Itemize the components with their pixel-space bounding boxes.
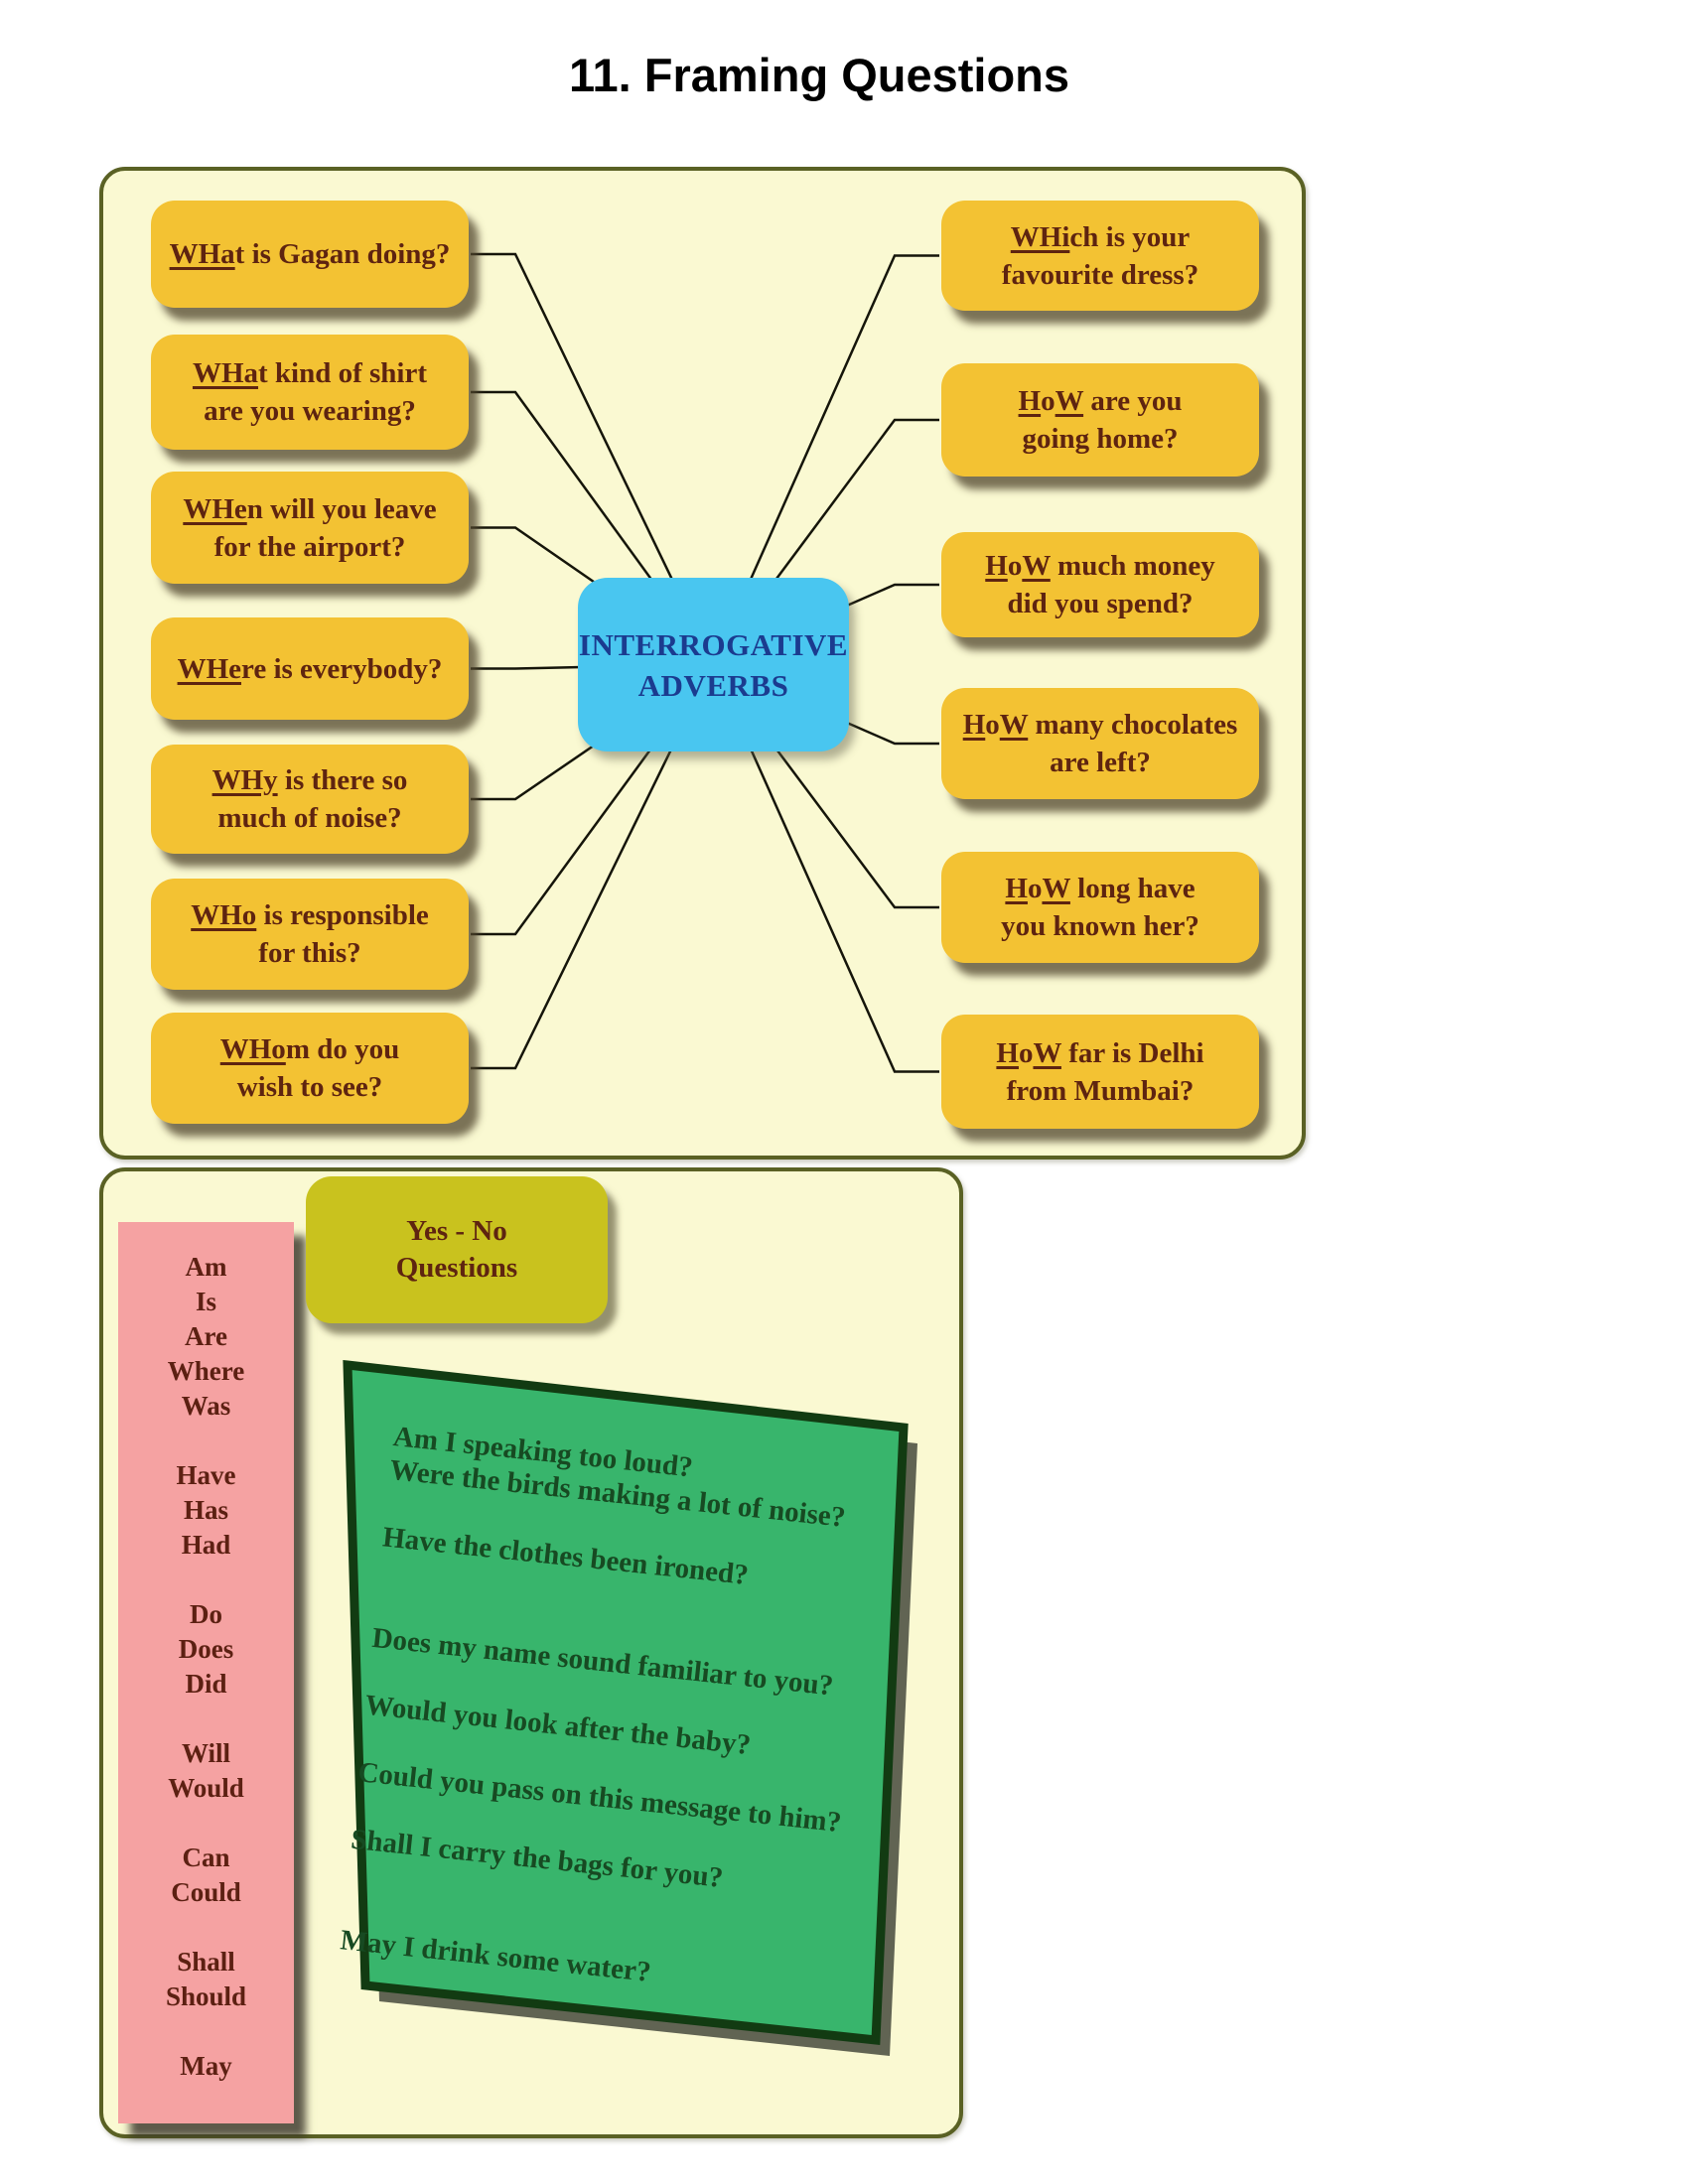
question-box-right-3: HoW much money did you spend? (941, 532, 1259, 637)
question-text: for this? (258, 937, 361, 969)
question-text: WHich is your (1010, 220, 1191, 253)
question-box-left-3: WHen will you leave for the airport? (151, 472, 469, 584)
interrogative-adverbs-box: INTERROGATIVE ADVERBS (578, 578, 849, 751)
question-text: WHat kind of shirt (192, 357, 428, 389)
connector-line (471, 663, 715, 1070)
yes-no-example-questions: Am I speaking too loud? Were the birds m… (339, 1420, 847, 1988)
question-text: going home? (1022, 423, 1179, 455)
question-text: you known her? (1001, 910, 1199, 942)
question-text: WHo is responsible (191, 899, 429, 931)
question-box-right-4: HoW many chocolates are left? (941, 688, 1259, 799)
question-box-right-2: HoW are you going home? (941, 363, 1259, 477)
question-box-left-6: WHo is responsible for this? (151, 879, 469, 990)
question-text: HoW much money (985, 550, 1215, 582)
question-box-left-7: WHom do you wish to see? (151, 1013, 469, 1124)
page-title: 11. Framing Questions (568, 49, 1070, 101)
question-text: are left? (1050, 747, 1151, 778)
center-box-line-1: INTERROGATIVE (578, 626, 849, 662)
question-text: from Mumbai? (1006, 1074, 1195, 1107)
question-text: WHy is there so (211, 764, 408, 796)
question-text: HoW far is Delhi (996, 1036, 1204, 1069)
question-text: HoW many chocolates (962, 709, 1238, 741)
question-text: WHere is everybody? (177, 652, 443, 685)
question-box-right-5: HoW long have you known her? (941, 852, 1259, 963)
question-text: favourite dress? (1001, 258, 1199, 291)
question-text: are you wearing? (204, 395, 416, 427)
board-shape (343, 1359, 909, 2045)
question-text: WHom do you (219, 1033, 400, 1065)
green-question-board (343, 1359, 917, 2056)
connector-line (471, 663, 715, 936)
question-text: WHen will you leave (183, 492, 437, 525)
connector-line (471, 252, 715, 665)
yes-no-questions-label: Yes - No Questions (306, 1176, 608, 1323)
question-box-left-4: WHere is everybody? (151, 617, 469, 720)
center-box-line-2: ADVERBS (637, 667, 789, 703)
question-text: HoW are you (1018, 385, 1183, 417)
question-text: HoW long have (1005, 873, 1196, 904)
question-box-left-1: WHat is Gagan doing? (151, 201, 469, 308)
connector-line (471, 390, 715, 665)
question-text: wish to see? (236, 1071, 383, 1103)
yes-no-label-line-2: Questions (395, 1252, 518, 1284)
yes-no-label-line-1: Yes - No (406, 1215, 507, 1247)
question-box-right-6: HoW far is Delhi from Mumbai? (941, 1015, 1259, 1129)
question-text: did you spend? (1007, 588, 1194, 619)
question-text: WHat is Gagan doing? (169, 238, 451, 270)
helping-verbs-list: Am Is Are Where Was Have Has Had Do Does… (118, 1222, 294, 2123)
connector-line (711, 254, 939, 665)
question-box-left-5: WHy is there so much of noise? (151, 745, 469, 854)
question-text: much of noise? (217, 802, 402, 834)
question-box-left-2: WHat kind of shirt are you wearing? (151, 335, 469, 450)
question-box-right-1: WHich is your favourite dress? (941, 201, 1259, 311)
question-text: for the airport? (213, 530, 406, 563)
connector-line (711, 663, 939, 1073)
